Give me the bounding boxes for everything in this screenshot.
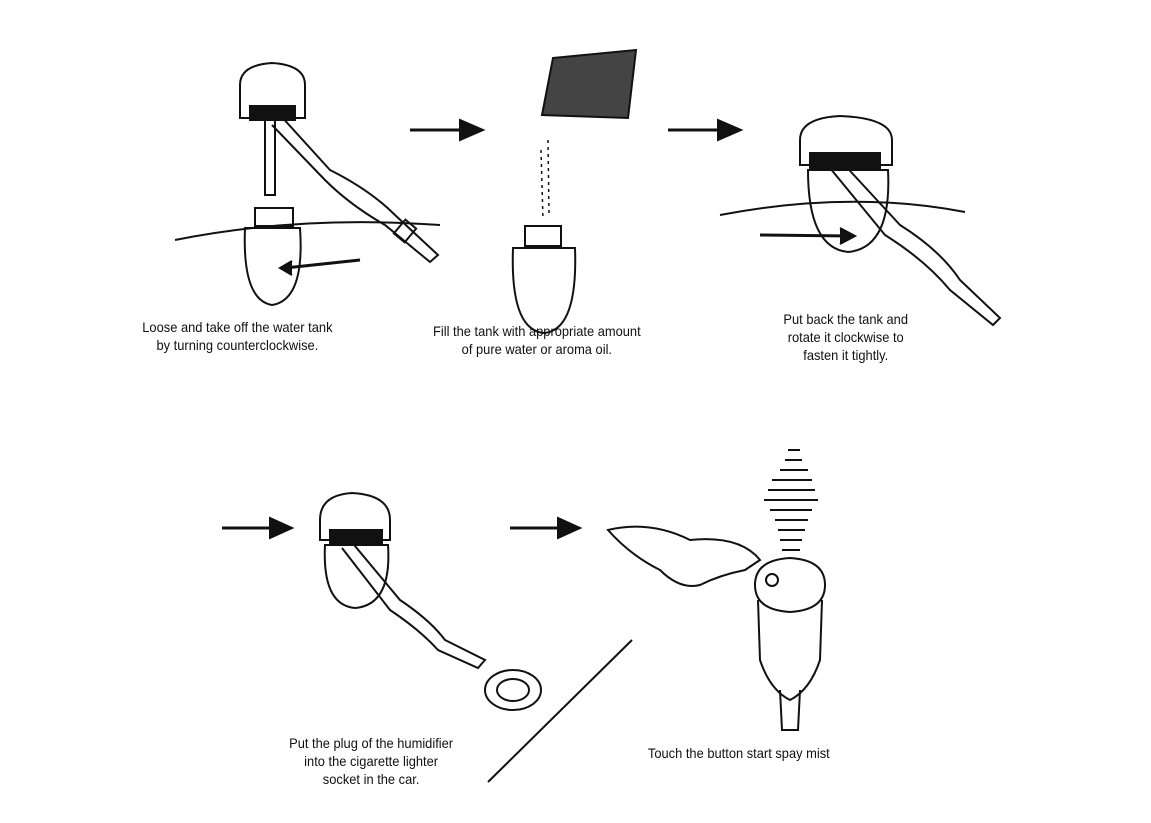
caption-line: Put back the tank and xyxy=(783,311,909,327)
step3-illustration xyxy=(719,114,1002,327)
caption-line: Fill the tank with appropriate amount xyxy=(433,323,641,339)
step3-caption: Put back the tank and rotate it clockwis… xyxy=(783,310,908,364)
mist-icon xyxy=(764,449,818,551)
arrow-icon xyxy=(222,516,295,540)
arrow-icon xyxy=(668,118,744,142)
step1-caption: Loose and take off the water tank by tur… xyxy=(142,318,332,354)
caption-line: Loose and take off the water tank xyxy=(142,319,333,335)
caption-line: by turning counterclockwise. xyxy=(156,337,319,353)
step4-caption: Put the plug of the humidifier into the … xyxy=(289,734,453,788)
step4-illustration xyxy=(319,491,633,783)
step5-illustration xyxy=(606,449,827,731)
caption-line: Touch the button start spay mist xyxy=(647,745,830,761)
arrow-icon xyxy=(410,118,486,142)
step2-caption: Fill the tank with appropriate amount of… xyxy=(433,322,641,358)
step5-caption: Touch the button start spay mist xyxy=(648,744,830,762)
arrow-icon xyxy=(510,516,583,540)
step1-illustration xyxy=(174,61,441,307)
caption-line: Put the plug of the humidifier xyxy=(289,735,454,751)
caption-line: fasten it tightly. xyxy=(803,347,889,363)
caption-line: socket in the car. xyxy=(322,771,420,787)
caption-line: rotate it clockwise to xyxy=(787,329,904,345)
caption-line: of pure water or aroma oil. xyxy=(461,341,613,357)
step2-illustration xyxy=(511,48,638,335)
caption-line: into the cigarette lighter xyxy=(304,753,439,769)
